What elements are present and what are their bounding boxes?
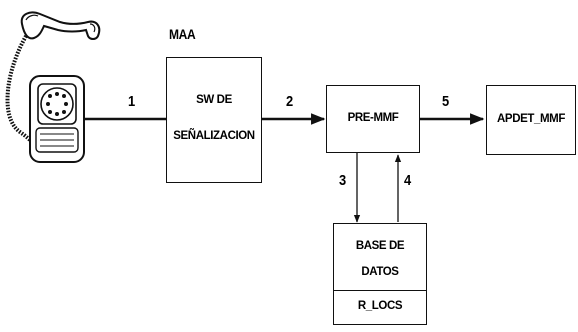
db-divider [334, 290, 426, 291]
link-2-label: 2 [286, 93, 293, 110]
telephone-icon [8, 12, 100, 162]
apdet-mmf-block: APDET_MMF [486, 85, 576, 155]
pre-mmf-label: PRE-MMF [327, 112, 419, 124]
link-1-label: 1 [128, 93, 135, 110]
sw-senalizacion-block: SW DE SEÑALIZACION [166, 57, 262, 183]
diagram-title: MAA [169, 26, 195, 42]
sw-block-line2: SEÑALIZACION [167, 130, 261, 142]
apdet-mmf-label: APDET_MMF [487, 113, 575, 125]
link-3-label: 3 [339, 172, 346, 189]
r-locs-label: R_LOCS [334, 300, 426, 312]
db-line1: BASE DE [334, 240, 426, 252]
db-line2: DATOS [334, 266, 426, 278]
link-5-label: 5 [442, 93, 449, 110]
base-de-datos-block: BASE DE DATOS R_LOCS [333, 223, 427, 325]
link-4-label: 4 [404, 172, 411, 189]
sw-block-line1: SW DE [167, 94, 261, 106]
pre-mmf-block: PRE-MMF [326, 85, 420, 153]
